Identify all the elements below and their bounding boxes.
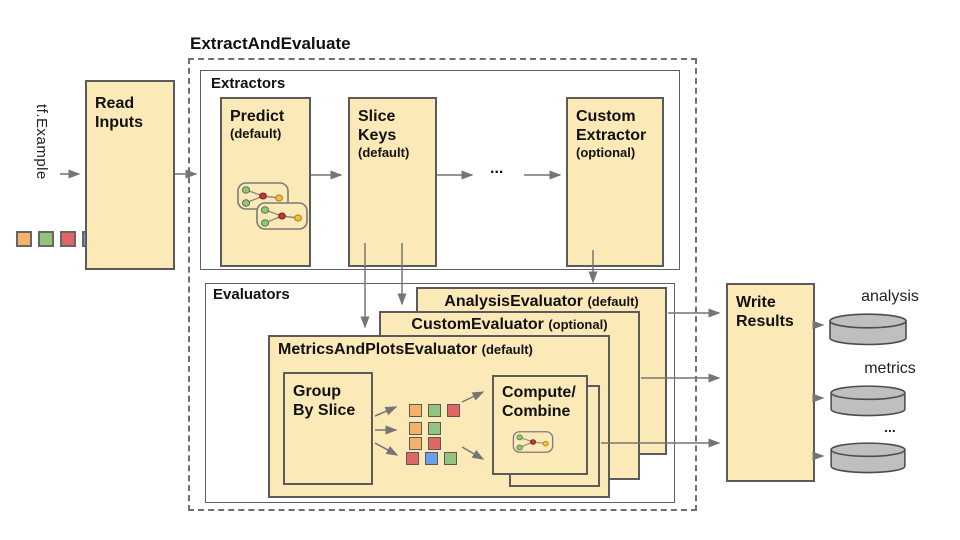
- predict-qualifier: (default): [230, 126, 282, 142]
- orange-square: [409, 437, 422, 450]
- extract-and-evaluate-container: [188, 58, 697, 511]
- slice-keys-line2: Keys: [358, 127, 397, 145]
- slice-row-1: [409, 404, 460, 417]
- extractors-label: Extractors: [211, 75, 286, 92]
- slice-row-2: [409, 422, 441, 435]
- green-square: [38, 231, 54, 247]
- custom-evaluator-qualifier: (optional): [548, 317, 608, 332]
- custom-extractor-box: Custom Extractor (optional): [566, 97, 664, 267]
- write-results-line1: Write: [736, 294, 776, 311]
- write-results-line2: Results: [736, 313, 794, 331]
- output-metrics-label: metrics: [864, 360, 916, 377]
- compute-combine-line2: Combine: [502, 403, 571, 421]
- combine-graph-icon: [512, 431, 554, 453]
- group-by-slice-line2: By Slice: [293, 402, 356, 420]
- orange-square: [409, 404, 422, 417]
- write-results-box: Write Results: [726, 283, 815, 482]
- group-by-slice-box: Group By Slice: [283, 372, 373, 485]
- metrics-database-icon: [828, 384, 908, 417]
- red-square: [428, 437, 441, 450]
- output-ellipsis-label: ...: [884, 419, 896, 435]
- custom-extractor-line2: Extractor: [576, 127, 647, 145]
- compute-combine-box: Compute/ Combine: [492, 375, 588, 475]
- evaluators-label: Evaluators: [213, 286, 290, 303]
- slice-row-3: [409, 437, 441, 450]
- extractors-ellipsis: ...: [490, 160, 504, 177]
- orange-square: [16, 231, 32, 247]
- output-analysis-label: analysis: [861, 288, 919, 305]
- custom-extractor-qualifier: (optional): [576, 145, 636, 161]
- predict-name: Predict: [230, 108, 285, 125]
- custom-extractor-line1: Custom: [576, 108, 636, 125]
- metrics-and-plots-evaluator-name: MetricsAndPlotsEvaluator: [278, 341, 478, 358]
- blue-square: [425, 452, 438, 465]
- orange-square: [409, 422, 422, 435]
- pipeline-title: ExtractAndEvaluate: [190, 34, 351, 53]
- compute-combine-line1: Compute/: [502, 384, 576, 401]
- tf-example-label: tf.Example: [33, 104, 50, 180]
- red-square: [406, 452, 419, 465]
- green-square: [428, 422, 441, 435]
- red-square: [60, 231, 76, 247]
- model-graph-icon: [237, 182, 308, 230]
- green-square: [428, 404, 441, 417]
- slice-keys-line1: Slice: [358, 108, 396, 125]
- green-square: [444, 452, 457, 465]
- metrics-and-plots-evaluator-qualifier: (default): [481, 342, 533, 357]
- slice-keys-qualifier: (default): [358, 145, 410, 161]
- predict-box: Predict (default): [220, 97, 311, 267]
- group-by-slice-line1: Group: [293, 383, 341, 400]
- other-database-icon: [828, 441, 908, 474]
- analysis-evaluator-qualifier: (default): [587, 294, 639, 309]
- custom-evaluator-name: CustomEvaluator: [411, 316, 544, 333]
- analysis-database-icon: [828, 312, 908, 346]
- read-inputs-box: Read Inputs: [85, 80, 175, 270]
- slice-row-4: [406, 452, 457, 465]
- read-inputs-line2: Inputs: [95, 114, 143, 132]
- slice-keys-box: Slice Keys (default): [348, 97, 437, 267]
- red-square: [447, 404, 460, 417]
- analysis-evaluator-name: AnalysisEvaluator: [444, 293, 583, 310]
- read-inputs-line1: Read: [95, 95, 135, 112]
